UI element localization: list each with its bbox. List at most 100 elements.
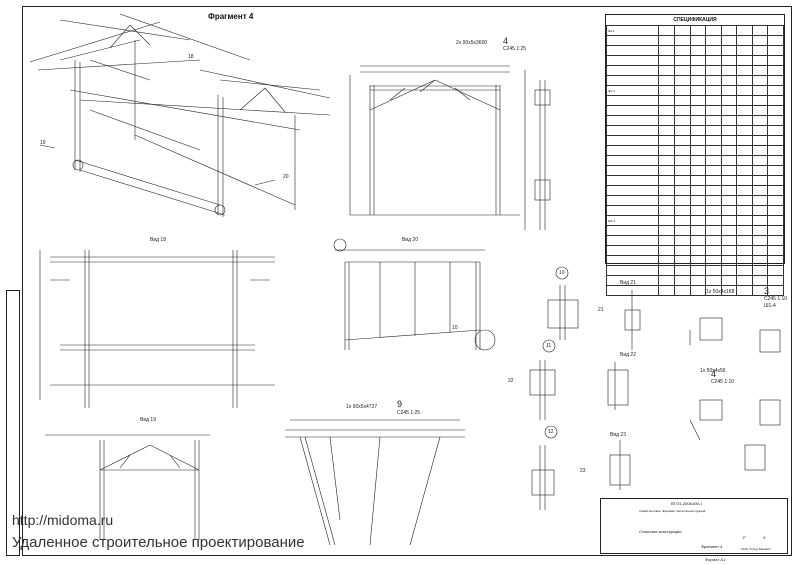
spec-cell [751,275,769,286]
spec-cell [720,25,738,36]
spec-cell [720,275,738,286]
drawing-frame [22,6,792,556]
spec-cell [751,285,769,296]
spec-cell [767,125,784,136]
spec-cell [673,165,691,176]
spec-row [605,245,784,256]
spec-cell [751,195,769,206]
spec-row [605,255,784,266]
spec-row: Ш1-4 [605,215,784,226]
spec-cell [720,95,738,106]
spec-cell [767,55,784,66]
callout-19: 19 [40,140,46,146]
spec-cell [720,255,738,266]
column-detail [524,70,551,230]
spec-row: Ф4-1 [605,25,784,36]
spec-cell [689,205,707,216]
spec-cell [720,265,738,276]
spec-cell [751,255,769,266]
spec-cell [673,285,691,296]
stamp-group: Стальные конструкции [639,529,682,534]
spec-cell [658,125,675,136]
spec-cell [658,85,675,96]
watermark-url[interactable]: http://midoma.ru [12,512,114,528]
spec-cell [673,265,691,276]
spec-cell [689,235,707,246]
spec-cell [720,135,738,146]
spec-cell [751,85,769,96]
spec-cell [751,25,769,36]
spec-cell [673,155,691,166]
spec-row [605,145,784,156]
spec-cell [720,45,738,56]
doc-desc: Сарай-бытовка. Фрагмент металлоконструкц… [639,509,706,513]
part4-steel: С245 1:10 [711,379,735,385]
spec-cell [673,245,691,256]
spec-cell [658,235,675,246]
spec-cell [605,195,660,206]
spec-row [605,195,784,206]
spec-row [605,65,784,76]
spec-row [605,55,784,66]
spec-cell [736,275,753,286]
spec-cell [689,45,707,56]
view-22-label: Вид 22 [620,352,636,358]
spec-row [605,45,784,56]
spec-cell [767,205,784,216]
spec-row [605,135,784,146]
spec-cell [605,235,660,246]
frame-elevation-4 [349,65,520,216]
spec-cell [767,235,784,246]
spec-cell [751,145,769,156]
view-18-label: Вид 18 [150,237,166,243]
spec-cell [751,225,769,236]
spec-cell [658,225,675,236]
sheet-format: Формат А1 [705,557,726,562]
frame4-mark: 4 [503,36,509,46]
spec-cell [720,55,738,66]
spec-cell [605,135,660,146]
watermark-text: Удаленное строительное проектирование [12,534,305,551]
spec-cell [720,115,738,126]
spec-cell [673,25,691,36]
spec-cell [658,25,675,36]
spec-cell [736,155,753,166]
part4-mark: 4 [711,369,717,379]
spec-cell [673,215,691,226]
page-title: Фрагмент 4 [208,12,254,21]
spec-cell [705,175,722,186]
spec-row [605,35,784,46]
spec-row [605,165,784,176]
spec-cell: Ш1-4 [605,215,660,226]
spec-row [605,155,784,166]
frame9-steel: С245 1:25 [397,410,421,416]
spec-cell [689,195,707,206]
spec-cell [705,265,722,276]
spec-cell [720,235,738,246]
frame9-profile: 1х 90х5х4727 [346,404,378,410]
spec-cell [736,65,753,76]
spec-cell [673,145,691,156]
spec-cell [658,285,675,296]
node-details [529,266,579,510]
spec-cell [720,245,738,256]
spec-cell [767,215,784,226]
spec-cell [658,215,675,226]
spec-cell [605,75,660,86]
spec-cell [689,215,707,226]
spec-cell [689,245,707,256]
spec-row: Ф1-4 [605,85,784,96]
spec-row [605,95,784,106]
spec-cell [689,175,707,186]
spec-cell [705,195,722,206]
view-20-label: Вид 20 [402,237,418,243]
spec-cell [705,75,722,86]
spec-cell [736,75,753,86]
spec-cell [605,125,660,136]
view-19 [45,434,210,540]
spec-cell [720,225,738,236]
spec-cell [736,45,753,56]
spec-cell [705,35,722,46]
